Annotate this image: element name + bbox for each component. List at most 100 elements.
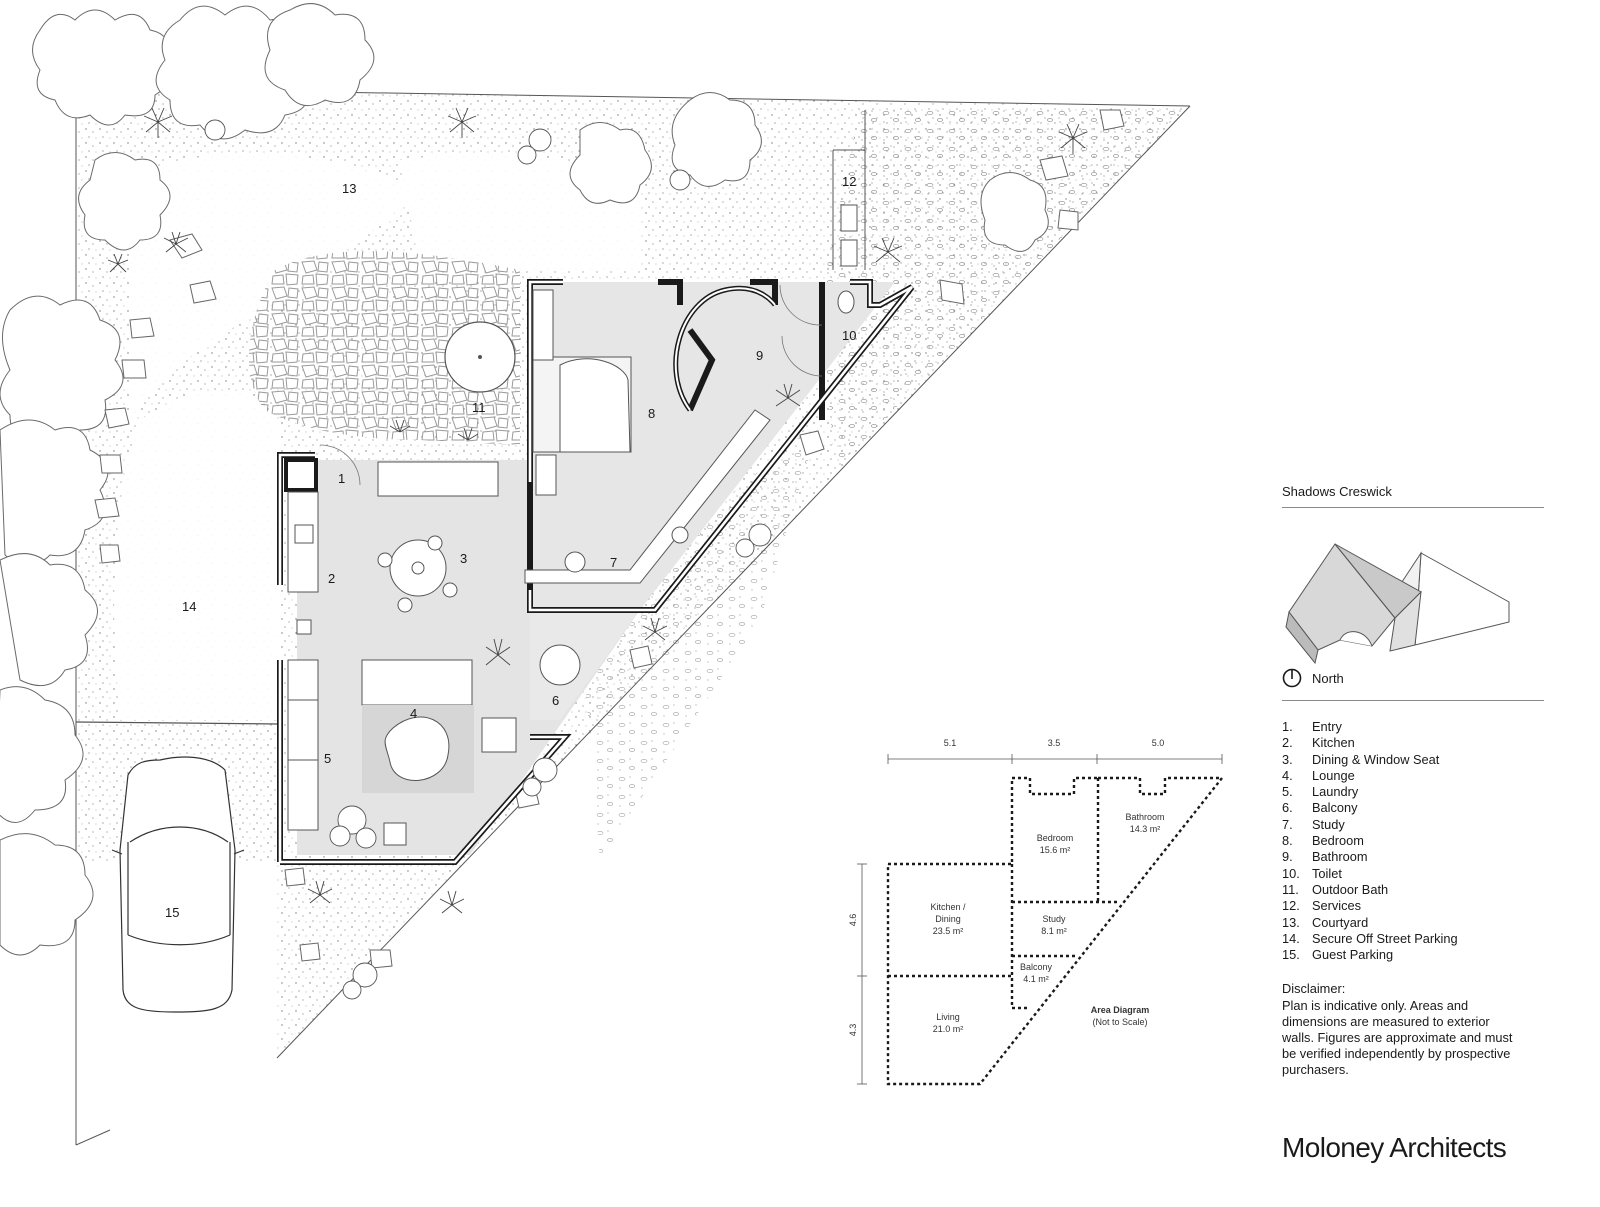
disclaimer: Disclaimer: Plan is indicative only. Are… <box>1282 981 1544 1078</box>
car-outline <box>111 756 245 1013</box>
legend-number: 8. <box>1282 833 1293 849</box>
disclaimer-line: be verified independently by prospective <box>1282 1046 1511 1062</box>
plan-number-8: 8 <box>648 406 655 421</box>
legend-item: 10. Toilet <box>1282 866 1544 882</box>
legend-label: Balcony <box>1312 800 1358 816</box>
area-diagram-title: Area Diagram <box>1091 1005 1150 1015</box>
plan-number-12: 12 <box>842 174 856 189</box>
plan-number-labels: 1 2 3 4 5 6 7 8 9 10 11 12 13 14 15 <box>165 174 856 920</box>
legend-label: Bathroom <box>1312 849 1368 865</box>
dim-top-3: 5.0 <box>1152 738 1165 748</box>
brand-wordmark: Moloney Architects <box>1282 1132 1507 1163</box>
legend-item: 4. Lounge <box>1282 768 1544 784</box>
area-room-bedroom-name: Bedroom <box>1037 833 1074 843</box>
plan-number-11: 11 <box>472 400 486 415</box>
legend-label: Kitchen <box>1312 735 1355 751</box>
dim-left-1: 4.6 <box>848 914 858 927</box>
legend-item: 13. Courtyard <box>1282 915 1544 931</box>
plan-number-10: 10 <box>842 328 856 343</box>
legend-number: 11. <box>1282 881 1299 897</box>
north-label: North <box>1312 670 1344 686</box>
divider <box>1282 700 1544 701</box>
area-diagram-top-dimensions <box>887 754 1223 764</box>
area-room-bedroom-area: 15.6 m² <box>1040 845 1071 855</box>
legend-number: 12. <box>1282 898 1300 914</box>
legend-item: 7. Study <box>1282 817 1544 833</box>
trees <box>0 3 1049 956</box>
legend-number: 1. <box>1282 719 1293 734</box>
area-room-bathroom-name: Bathroom <box>1125 812 1164 822</box>
dim-top-2: 3.5 <box>1048 738 1061 748</box>
outdoor-bath <box>444 321 516 393</box>
area-diagram: 5.1 3.5 5.0 4.6 4.3 Bedroom 15.6 m² Bath… <box>848 738 1225 1086</box>
legend-label: Secure Off Street Parking <box>1312 930 1458 946</box>
legend-item: 9. Bathroom <box>1282 849 1544 865</box>
area-room-kitchen-area: 23.5 m² <box>933 926 964 936</box>
divider <box>1282 507 1544 508</box>
area-room-balcony-name: Balcony <box>1020 962 1053 972</box>
plan-number-6: 6 <box>552 693 559 708</box>
project-title: Shadows Creswick <box>1282 484 1392 499</box>
legend-item: 12.Services <box>1282 898 1544 914</box>
dim-left-2: 4.3 <box>848 1024 858 1037</box>
room-legend: 1. Entry 2. Kitchen 3. Dining & Window Seat… <box>1282 719 1544 963</box>
area-room-kitchen-name2: Dining <box>935 914 961 924</box>
disclaimer-line: dimensions are measured to exterior <box>1282 1013 1490 1029</box>
legend-label: Lounge <box>1312 767 1355 783</box>
plan-number-3: 3 <box>460 551 467 566</box>
roof-axonometric-icon <box>1285 543 1510 665</box>
plan-number-15: 15 <box>165 905 179 920</box>
legend-number: 9. <box>1282 849 1293 865</box>
plants <box>107 107 1088 914</box>
north-indicator: North <box>1282 668 1544 688</box>
legend-label: Toilet <box>1312 865 1342 881</box>
dim-top-1: 5.1 <box>944 738 957 748</box>
disclaimer-line: purchasers. <box>1282 1062 1349 1078</box>
legend-item: 15.Guest Parking <box>1282 947 1544 963</box>
area-room-bathroom-area: 14.3 m² <box>1130 824 1161 834</box>
legend-number: 7. <box>1282 816 1293 832</box>
legend-label: Study <box>1312 816 1345 832</box>
legend-number: 14. <box>1282 930 1300 946</box>
area-room-study-name: Study <box>1042 914 1066 924</box>
area-diagram-subtitle: (Not to Scale) <box>1092 1017 1147 1027</box>
house-walls-inner <box>278 280 914 864</box>
legend-label: Dining & Window Seat <box>1312 751 1440 767</box>
door-swings <box>319 284 823 486</box>
legend-item: 11. Outdoor Bath <box>1282 882 1544 898</box>
disclaimer-line: Plan is indicative only. Areas and <box>1282 997 1469 1013</box>
legend-item: 5.Laundry <box>1282 784 1544 800</box>
plan-number-2: 2 <box>328 571 335 586</box>
bathroom-curve-inner <box>674 287 776 411</box>
legend-label: Laundry <box>1312 784 1359 800</box>
legend-number: 10. <box>1282 865 1300 881</box>
legend-number: 4. <box>1282 767 1293 783</box>
disclaimer-line: walls. Figures are approximate and must <box>1282 1030 1513 1046</box>
legend-number: 2. <box>1282 735 1293 751</box>
area-diagram-rooms <box>886 776 1225 1086</box>
entry-cupboard <box>284 458 318 492</box>
legend-number: 3. <box>1282 751 1293 767</box>
legend-item: 14. Secure Off Street Parking <box>1282 931 1544 947</box>
plan-number-14: 14 <box>182 599 196 614</box>
legend-label: Outdoor Bath <box>1312 881 1389 897</box>
legend-label: Bedroom <box>1312 833 1364 849</box>
area-room-living-area: 21.0 m² <box>933 1024 964 1034</box>
legend-number: 13. <box>1282 914 1300 930</box>
legend-label: Entry <box>1312 719 1342 734</box>
legend-item: 2. Kitchen <box>1282 735 1544 751</box>
area-room-living-name: Living <box>936 1012 960 1022</box>
furniture <box>287 289 855 846</box>
plan-number-4: 4 <box>410 706 417 721</box>
legend-label: Courtyard <box>1312 914 1369 930</box>
north-arrow-icon <box>1282 668 1302 688</box>
legend-item: 6. Balcony <box>1282 800 1544 816</box>
legend-number: 6. <box>1282 800 1293 816</box>
plan-number-9: 9 <box>756 348 763 363</box>
leafy-plants <box>204 119 772 1000</box>
legend-item: 1. Entry <box>1282 719 1544 735</box>
legend-label: Guest Parking <box>1312 947 1394 963</box>
plan-number-5: 5 <box>324 751 331 766</box>
plan-number-7: 7 <box>610 555 617 570</box>
